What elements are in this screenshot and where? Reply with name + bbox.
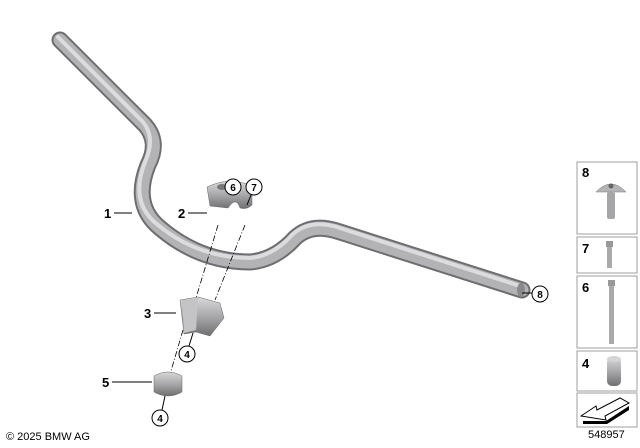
callout-4-upper[interactable]: 4 <box>178 332 196 363</box>
callout-1[interactable]: 1 <box>104 206 132 221</box>
legend-item-4[interactable]: 4 <box>582 356 621 386</box>
decorative-bolt-icon <box>595 183 627 219</box>
riser[interactable] <box>179 296 225 337</box>
legend-panel <box>576 161 638 428</box>
svg-text:7: 7 <box>582 241 589 256</box>
svg-text:1: 1 <box>104 206 111 221</box>
svg-text:8: 8 <box>582 165 589 180</box>
svg-text:5: 5 <box>102 375 109 390</box>
spacer[interactable] <box>153 371 183 397</box>
legend-item-6[interactable]: 6 <box>582 280 615 344</box>
svg-text:2: 2 <box>178 206 185 221</box>
svg-text:8: 8 <box>537 290 543 301</box>
diagram-number: 548957 <box>588 429 625 441</box>
copyright: © 2025 BMW AG <box>6 431 90 443</box>
short-socket-screw-icon <box>606 241 613 268</box>
callout-2[interactable]: 2 <box>178 206 207 221</box>
svg-text:7: 7 <box>251 183 257 194</box>
legend-item-7[interactable]: 7 <box>582 241 613 268</box>
callout-4-lower[interactable]: 4 <box>151 395 169 427</box>
callout-5[interactable]: 5 <box>102 375 152 390</box>
sleeve-icon <box>607 356 621 386</box>
svg-text:6: 6 <box>582 280 589 295</box>
callout-8[interactable]: 8 <box>522 285 549 303</box>
callout-6[interactable]: 6 <box>224 178 242 196</box>
svg-text:3: 3 <box>144 306 151 321</box>
legend-item-8[interactable]: 8 <box>582 165 627 219</box>
long-socket-screw-icon <box>608 280 615 344</box>
svg-text:6: 6 <box>230 183 236 194</box>
callout-3[interactable]: 3 <box>144 306 176 321</box>
handlebar[interactable] <box>51 31 531 299</box>
callout-7[interactable]: 7 <box>245 178 263 206</box>
arrow-left-icon[interactable] <box>579 397 631 424</box>
svg-text:4: 4 <box>184 350 190 361</box>
svg-text:4: 4 <box>157 414 163 425</box>
svg-text:4: 4 <box>582 356 590 371</box>
